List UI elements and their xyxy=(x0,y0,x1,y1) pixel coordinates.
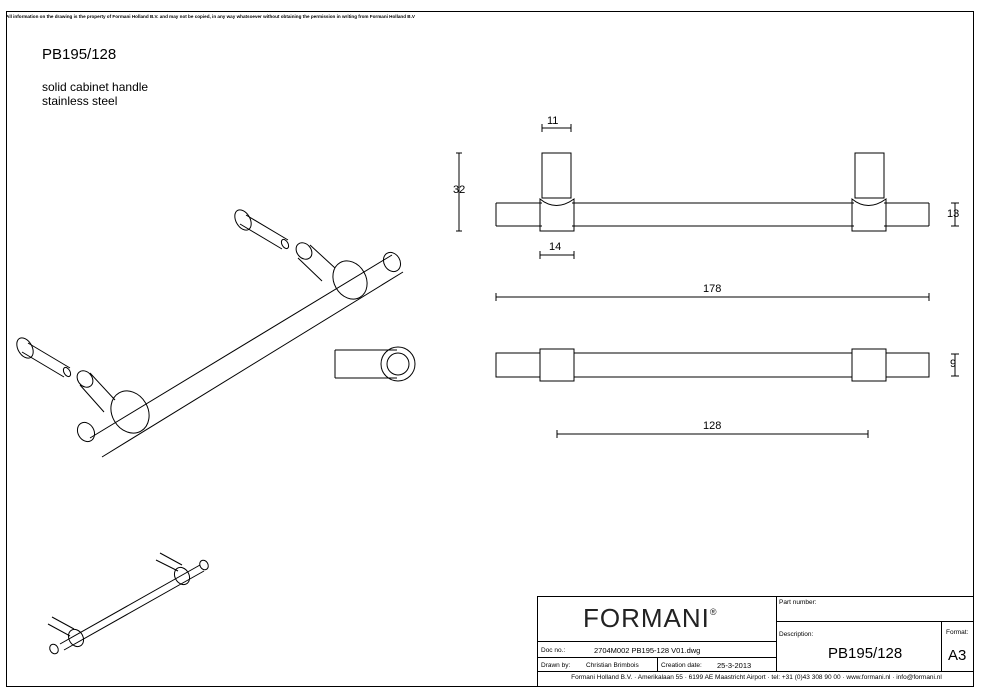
dimension-lines-front xyxy=(456,124,959,301)
title-block: FORMANI® Part number: Description: PB195… xyxy=(537,596,974,687)
description-line-1: solid cabinet handle xyxy=(42,80,149,94)
dim-center-to-center: 128 xyxy=(703,420,722,432)
part-number-cell: Part number: xyxy=(776,596,974,621)
front-view xyxy=(495,152,930,232)
top-view xyxy=(495,348,959,438)
dim-post-width: 11 xyxy=(547,115,559,127)
dim-bar-diameter: 9 xyxy=(950,358,957,370)
disclaimer-text: All information on the drawing is the pr… xyxy=(6,14,415,19)
doc-no-label: Doc no.: xyxy=(541,647,566,654)
isometric-view-large xyxy=(16,209,404,458)
description-value: PB195/128 xyxy=(828,645,903,662)
description-label: Description: xyxy=(779,631,814,638)
product-code: PB195/128 xyxy=(42,46,117,63)
format-value: A3 xyxy=(948,647,967,664)
product-description: solid cabinet handle stainless steel xyxy=(42,80,148,108)
description-cell: Description: PB195/128 xyxy=(776,621,941,671)
format-cell: Format: A3 xyxy=(941,621,974,671)
isometric-view-small xyxy=(47,552,209,655)
formani-logo: FORMANI® xyxy=(583,603,718,633)
footer-cell: Formani Holland B.V. · Amerikalaan 55 · … xyxy=(537,671,974,687)
drawing-frame xyxy=(6,11,974,687)
doc-no-cell: Doc no.: 2704M002 PB195-128 V01.dwg xyxy=(537,641,776,657)
dim-collar-width: 14 xyxy=(549,241,562,253)
creation-date-cell: Creation date: 25-3-2013 xyxy=(657,657,776,671)
format-label: Format: xyxy=(946,629,969,636)
creation-date-value: 25-3-2013 xyxy=(717,661,752,670)
drawn-by-cell: Drawn by: Christian Brimbois xyxy=(537,657,657,671)
doc-no-value: 2704M002 PB195-128 V01.dwg xyxy=(594,646,701,655)
drawn-by-label: Drawn by: xyxy=(541,662,571,669)
description-line-2: stainless steel xyxy=(42,94,118,108)
dim-height: 32 xyxy=(453,184,466,196)
dim-bar-thickness: 13 xyxy=(947,208,960,220)
creation-date-label: Creation date: xyxy=(661,662,702,669)
part-number-label: Part number: xyxy=(779,599,817,606)
side-view xyxy=(334,346,416,382)
company-footer: Formani Holland B.V. · Amerikalaan 55 · … xyxy=(571,674,942,681)
drawn-by-value: Christian Brimbois xyxy=(586,662,639,669)
logo-cell: FORMANI® xyxy=(537,596,776,641)
dim-total-length: 178 xyxy=(703,283,722,295)
